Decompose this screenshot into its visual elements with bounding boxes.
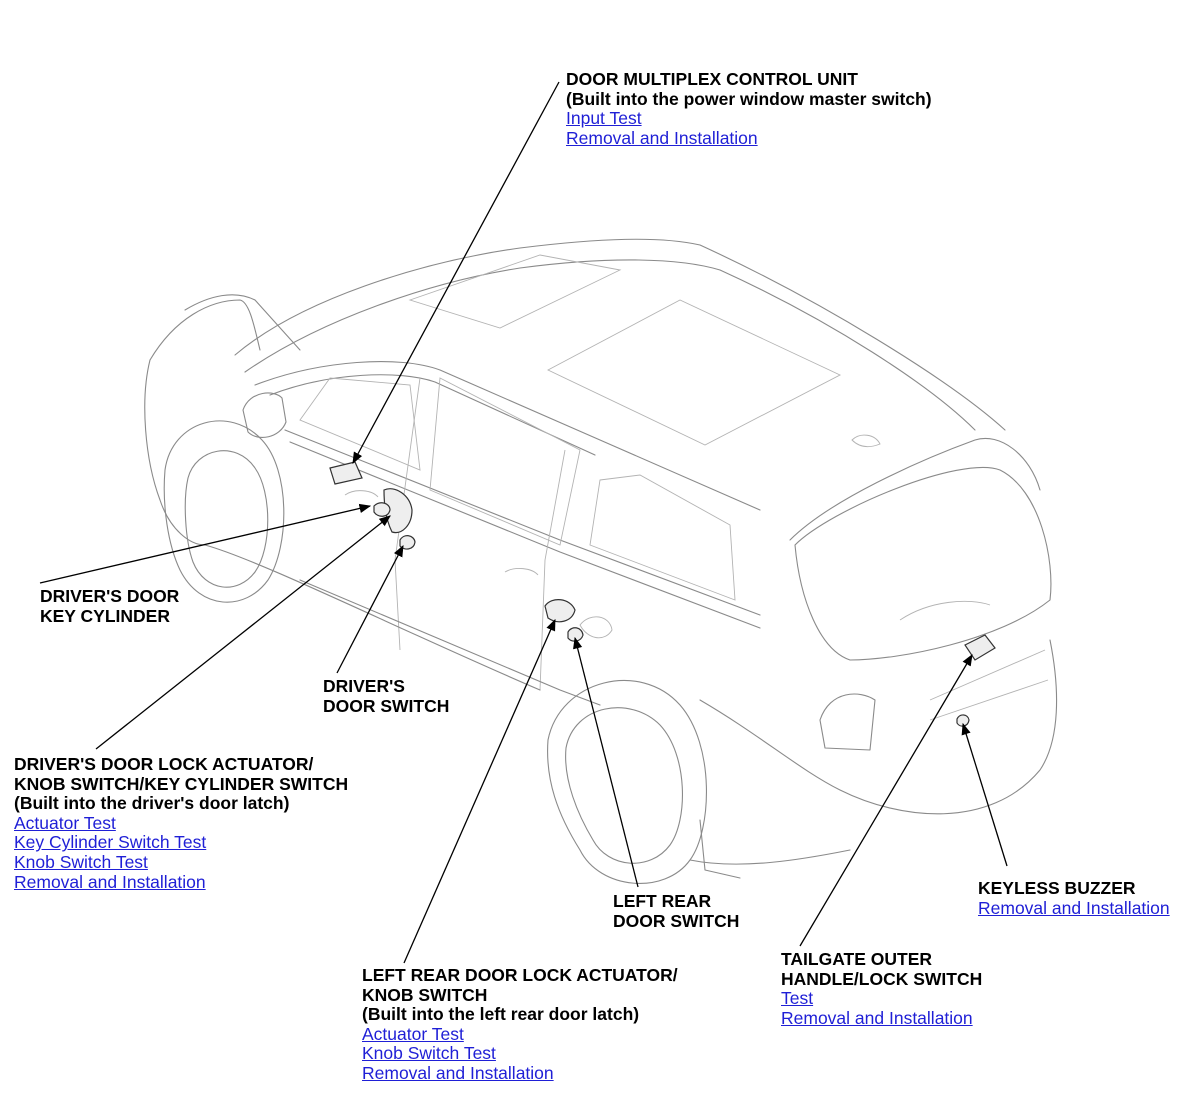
key-cylinder-label-line2: KEY CYLINDER: [40, 605, 170, 626]
leader-lines: [39, 81, 1008, 964]
callout-drivers-door-key-cylinder: DRIVER'S DOOR KEY CYLINDER: [40, 586, 180, 626]
tailgate-handle-part: [964, 634, 996, 661]
drivers-lock-actuator-note: (Built into the driver's door latch): [14, 793, 290, 814]
key-cylinder-part: [373, 502, 391, 517]
drivers-door-switch-line1: DRIVER'S: [323, 676, 405, 696]
callout-keyless-buzzer: KEYLESS BUZZER Removal and Installation: [978, 878, 1170, 918]
drivers-lock-actuator-line2: KNOB SWITCH/KEY CYLINDER SWITCH: [14, 773, 349, 794]
leader-drivers-door-switch: [336, 544, 404, 674]
drivers-knob-switch-test-link[interactable]: Knob Switch Test: [14, 851, 148, 872]
drivers-key-cylinder-switch-test-link[interactable]: Key Cylinder Switch Test: [14, 832, 207, 853]
left-rear-lock-actuator-line2: KNOB SWITCH: [362, 984, 488, 1005]
leader-drivers-lock-actuator: [95, 515, 391, 750]
left-rear-removal-link[interactable]: Removal and Installation: [362, 1062, 554, 1083]
left-rear-door-switch-line2: DOOR SWITCH: [613, 910, 740, 931]
leader-tailgate-handle: [799, 653, 973, 947]
door-multiplex-removal-link[interactable]: Removal and Installation: [566, 127, 758, 148]
tailgate-handle-line2: HANDLE/LOCK SWITCH: [781, 968, 983, 989]
drivers-door-switch-line2: DOOR SWITCH: [323, 695, 450, 716]
left-rear-actuator-test-link[interactable]: Actuator Test: [362, 1023, 464, 1044]
drivers-actuator-test-link[interactable]: Actuator Test: [14, 812, 116, 833]
leader-left-rear-lock-actuator: [403, 618, 556, 964]
rear-latch-part: [544, 599, 576, 623]
callout-drivers-door-switch: DRIVER'S DOOR SWITCH: [323, 676, 450, 716]
left-rear-lock-actuator-note: (Built into the left rear door latch): [362, 1004, 640, 1025]
left-rear-knob-switch-test-link[interactable]: Knob Switch Test: [362, 1043, 496, 1064]
door-multiplex-input-test-link[interactable]: Input Test: [566, 108, 642, 129]
callout-left-rear-door-lock-actuator: LEFT REAR DOOR LOCK ACTUATOR/ KNOB SWITC…: [362, 965, 678, 1084]
leader-key-cylinder: [39, 503, 372, 584]
door-multiplex-title: DOOR MULTIPLEX CONTROL UNIT: [566, 69, 858, 89]
callout-left-rear-door-switch: LEFT REAR DOOR SWITCH: [613, 891, 740, 931]
drivers-lock-actuator-line1: DRIVER'S DOOR LOCK ACTUATOR/: [14, 754, 314, 774]
tailgate-test-link[interactable]: Test: [781, 988, 814, 1009]
tailgate-handle-line1: TAILGATE OUTER: [781, 949, 933, 969]
callout-tailgate-outer-handle: TAILGATE OUTER HANDLE/LOCK SWITCH Test R…: [781, 949, 983, 1028]
left-rear-lock-actuator-line1: LEFT REAR DOOR LOCK ACTUATOR/: [362, 965, 678, 985]
leader-keyless-buzzer: [961, 722, 1008, 867]
key-cylinder-label-line1: DRIVER'S DOOR: [40, 586, 180, 606]
leader-door-multiplex: [352, 81, 560, 465]
vehicle-outline: [144, 238, 1058, 884]
component-markers: [329, 461, 996, 727]
door-multiplex-note: (Built into the power window master swit…: [566, 88, 932, 109]
leader-left-rear-door-switch: [573, 636, 639, 888]
left-rear-door-switch-line1: LEFT REAR: [613, 891, 712, 911]
callout-door-multiplex-control-unit: DOOR MULTIPLEX CONTROL UNIT (Built into …: [566, 69, 932, 148]
keyless-buzzer-title: KEYLESS BUZZER: [978, 878, 1136, 898]
callout-drivers-door-lock-actuator: DRIVER'S DOOR LOCK ACTUATOR/ KNOB SWITCH…: [14, 754, 349, 892]
drivers-removal-link[interactable]: Removal and Installation: [14, 871, 206, 892]
keyless-buzzer-removal-link[interactable]: Removal and Installation: [978, 897, 1170, 918]
tailgate-removal-link[interactable]: Removal and Installation: [781, 1007, 973, 1028]
door-multiplex-unit-part: [329, 461, 363, 485]
